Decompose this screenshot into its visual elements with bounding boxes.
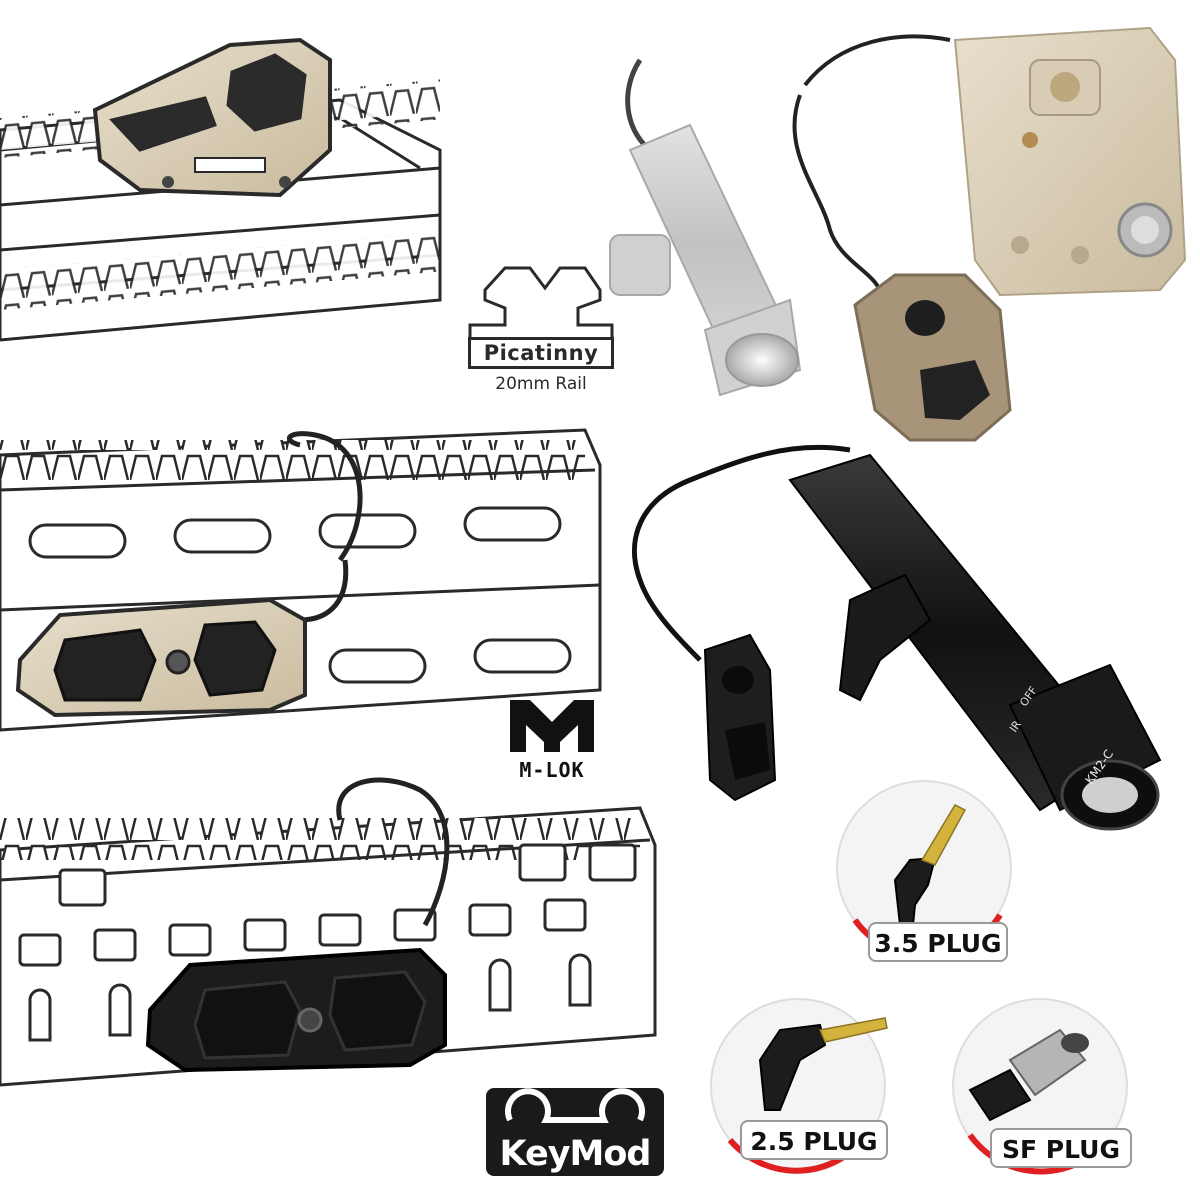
plug-circle-decor	[710, 780, 1128, 1175]
tan-picatinny-switch	[92, 37, 332, 198]
plug-label-3-5: 3.5 PLUG	[868, 922, 1008, 962]
keymod-black-switch	[145, 777, 450, 1073]
keymod-label: KeyMod	[499, 1134, 652, 1174]
picatinny-profile-icon	[468, 266, 614, 347]
black-weaponlight	[631, 444, 1162, 831]
mlok-label: M-LOK	[519, 758, 585, 782]
fde-remote-switch	[853, 273, 1012, 442]
picatinny-sub-label: 20mm Rail	[495, 374, 587, 394]
grey-weaponlight	[609, 58, 802, 397]
tan-peq-unit	[792, 26, 1187, 297]
mlok-logo-icon	[510, 700, 594, 752]
picatinny-label: Picatinny	[468, 337, 614, 369]
plug-label-2-5: 2.5 PLUG	[740, 1120, 888, 1160]
keymod-logo-icon	[486, 1088, 664, 1176]
mlok-tan-switch	[15, 431, 363, 718]
plug-label-sf: SF PLUG	[990, 1128, 1132, 1168]
